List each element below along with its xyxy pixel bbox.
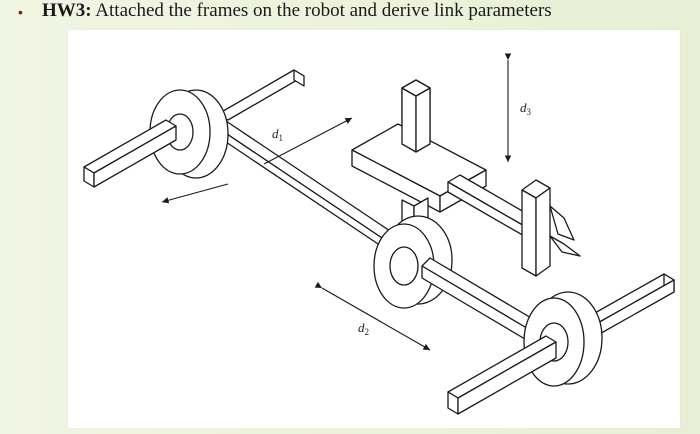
robot-diagram: d1 d2 d3 [83, 53, 675, 415]
heading-text: Attached the frames on the robot and der… [91, 0, 552, 21]
label-d1: d1 [272, 126, 283, 143]
secondary-rail [421, 257, 539, 343]
left-axle-near [83, 119, 177, 188]
carriage-block [351, 123, 487, 213]
bullet-marker: • [18, 4, 23, 20]
heading-prefix: HW3: [42, 0, 92, 21]
d1-arrow-back [161, 183, 229, 204]
label-d2: d2 [358, 320, 369, 337]
right-wheel [523, 291, 603, 387]
vertical-post-top [401, 79, 431, 153]
d2-arrow [314, 281, 431, 351]
label-d3: d3 [520, 100, 532, 117]
slide-heading: HW3: Attached the frames on the robot an… [42, 0, 552, 22]
robot-figure-panel: d1 d2 d3 [68, 30, 680, 428]
d1-arrow [263, 117, 353, 165]
gripper [521, 179, 581, 277]
left-axle-far [217, 69, 305, 121]
right-axle-near [447, 335, 557, 415]
